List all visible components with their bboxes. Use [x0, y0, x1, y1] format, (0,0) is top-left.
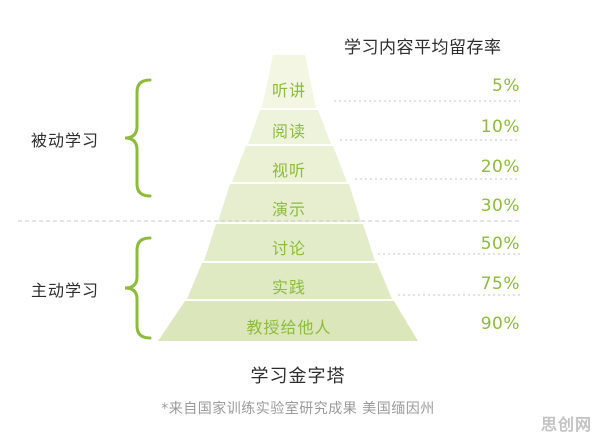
pyramid-tier-6: [187, 263, 392, 299]
level-label-6: 实践: [271, 278, 306, 297]
retention-rate-header: 学习内容平均留存率: [344, 38, 502, 58]
level-label-1: 听讲: [271, 81, 306, 100]
pyramid-tier-3: [232, 146, 347, 182]
active-brace: [124, 236, 152, 340]
rate-value-7: 90%: [480, 314, 520, 334]
rate-value-3: 20%: [480, 157, 520, 177]
level-label-4: 演示: [271, 200, 306, 219]
level-label-2: 阅读: [271, 122, 306, 141]
pyramid-tier-7: [158, 301, 418, 341]
active-learning-label: 主动学习: [31, 281, 100, 300]
pyramid-tier-2: [248, 110, 331, 144]
passive-learning-label: 被动学习: [31, 131, 100, 150]
level-label-7: 教授给他人: [246, 318, 332, 337]
rate-value-1: 5%: [492, 76, 520, 96]
rate-value-5: 50%: [480, 234, 520, 254]
passive-brace: [124, 78, 152, 198]
pyramid-tier-1: [262, 55, 316, 108]
source-note: *来自国家训练实验室研究成果 美国缅因州: [161, 401, 435, 417]
leader-lines: [334, 100, 520, 296]
site-watermark: 思创网: [540, 415, 592, 434]
pyramid-tier-4: [218, 184, 361, 222]
rate-value-6: 75%: [480, 274, 520, 294]
rate-value-4: 30%: [480, 196, 520, 216]
level-label-3: 视听: [271, 161, 306, 180]
pyramid-tier-5: [204, 224, 375, 261]
level-label-5: 讨论: [271, 239, 306, 258]
rate-value-2: 10%: [480, 117, 520, 137]
diagram-title: 学习金字塔: [250, 366, 346, 387]
